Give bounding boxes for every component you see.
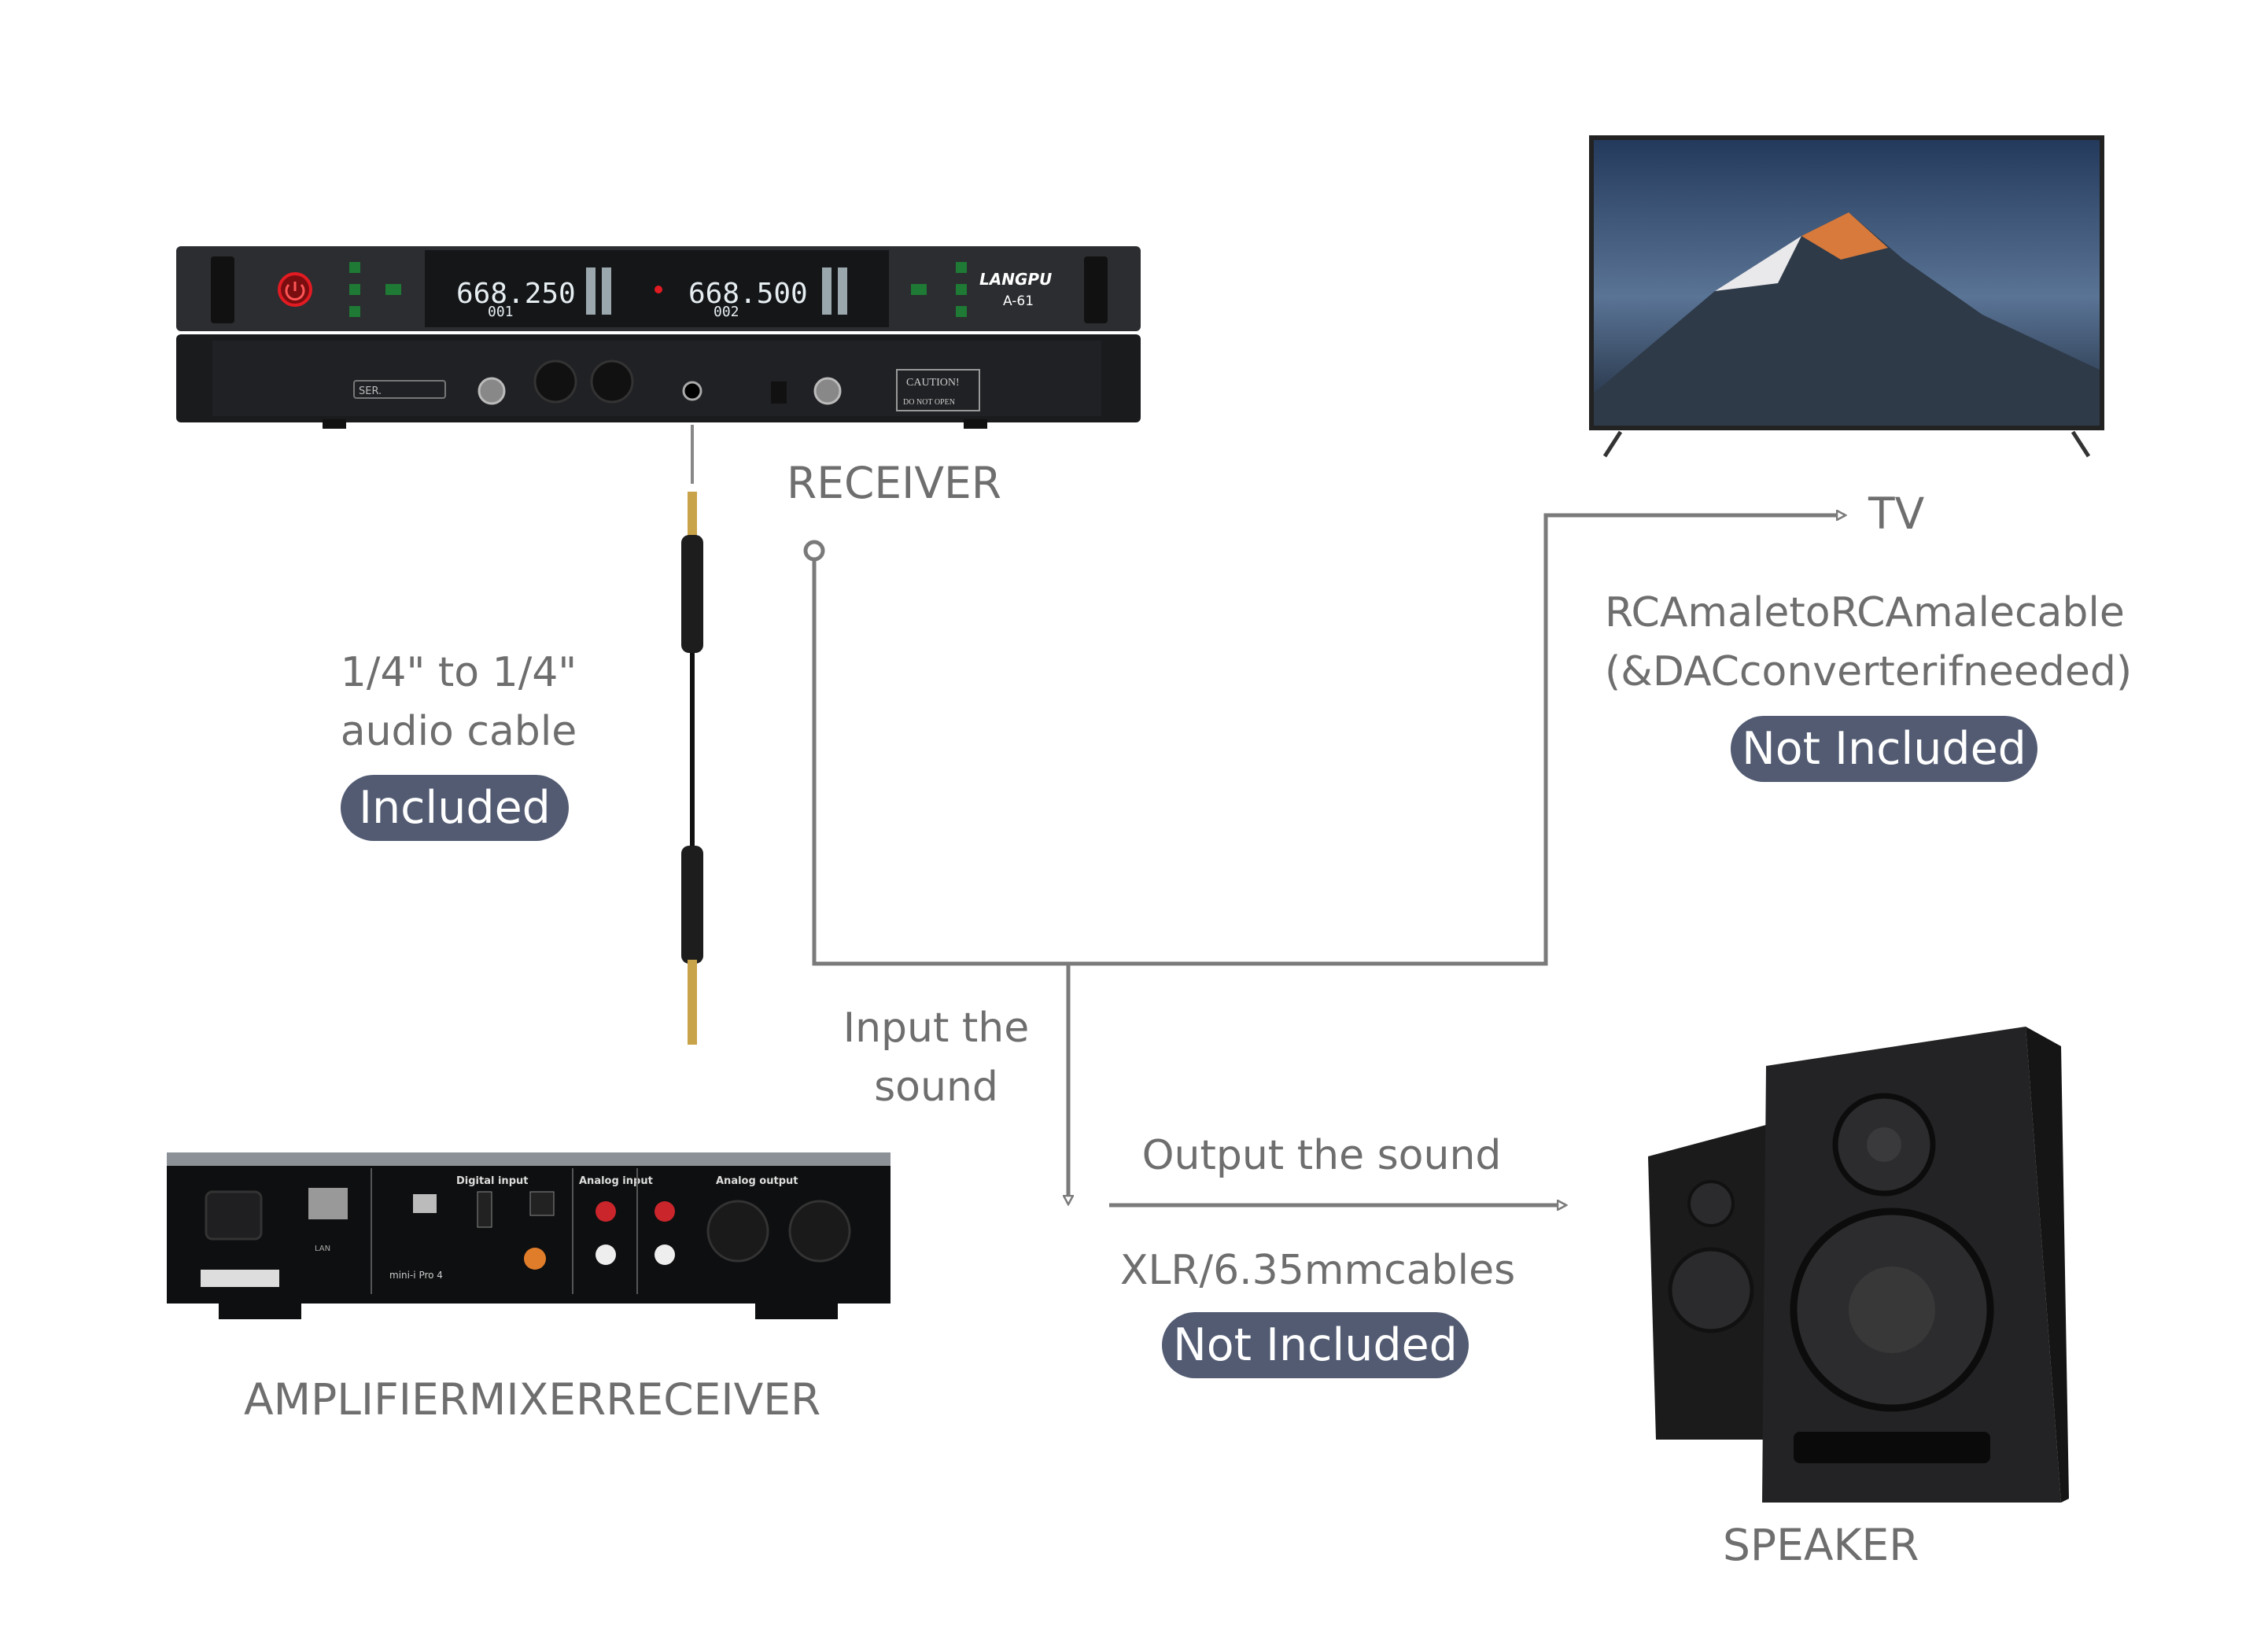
output-sound-label: Output the sound <box>1141 1132 1502 1179</box>
receiver-brand: LANGPU <box>979 270 1052 289</box>
audio-cable-label: 1/4" to 1/4" audio cable <box>329 643 588 762</box>
audio-cable-line2: audio cable <box>340 708 577 756</box>
caution-label: CAUTION! <box>906 377 960 389</box>
receiver-label: RECEIVER <box>787 458 1001 508</box>
channel-a-number: 001 <box>488 304 514 320</box>
tv-cable-line2: (&DACconverterifneeded) <box>1605 648 2133 696</box>
balanced-a-port <box>590 360 634 404</box>
receiver-port-dot <box>803 540 825 562</box>
tv-cable-line1: RCAmaletoRCAmalecable <box>1605 589 2125 636</box>
tv-connection-line <box>812 515 1845 966</box>
channel-b-frequency: 668.500 <box>688 278 808 310</box>
included-badge: Included <box>341 775 569 841</box>
input-sound-line2: sound <box>874 1064 998 1112</box>
xlr-r-port <box>706 1200 769 1263</box>
speaker-label: SPEAKER <box>1723 1520 1919 1570</box>
lan-label: LAN <box>315 1245 330 1253</box>
receiver-rear-panel: SER. CAUTION! DO NOT OPEN <box>176 334 1141 429</box>
tv-cable-not-included-badge: Not Included <box>1731 716 2037 782</box>
balanced-b-port <box>533 360 577 404</box>
receiver-model: A-61 <box>1003 293 1034 309</box>
xlr-l-port <box>788 1200 851 1263</box>
channel-b-number: 002 <box>714 304 739 320</box>
serial-label: SER. <box>359 385 382 397</box>
mixer-label: AMPLIFIERMIXERRECEIVER <box>244 1374 821 1425</box>
input-sound-line1: Input the <box>843 1005 1030 1052</box>
speaker-cable-not-included-badge: Not Included <box>1162 1312 1469 1378</box>
tv-cable-label: RCAmaletoRCAmalecable (&DACconverterifne… <box>1605 584 2133 702</box>
ant-b-port <box>478 377 506 405</box>
digital-input-heading: Digital input <box>456 1175 528 1187</box>
input-sound-label: Input the sound <box>822 999 1050 1118</box>
mix-out-port <box>682 381 702 401</box>
analog-input-heading: Analog input <box>579 1175 653 1187</box>
receiver-front-panel: 668.250 001 668.500 002 LANGPU A-61 <box>176 246 1141 331</box>
speaker-cable-label: XLR/6.35mmcables <box>1119 1247 1516 1294</box>
analog-output-heading: Analog output <box>716 1175 798 1187</box>
tv-label: TV <box>1868 489 1925 539</box>
mixer-model: mini-i Pro 4 <box>389 1270 443 1281</box>
channel-a-frequency: 668.250 <box>456 278 576 310</box>
ant-a-port <box>813 377 842 405</box>
audio-cable-line1: 1/4" to 1/4" <box>340 649 577 696</box>
do-not-open-label: DO NOT OPEN <box>903 398 955 407</box>
